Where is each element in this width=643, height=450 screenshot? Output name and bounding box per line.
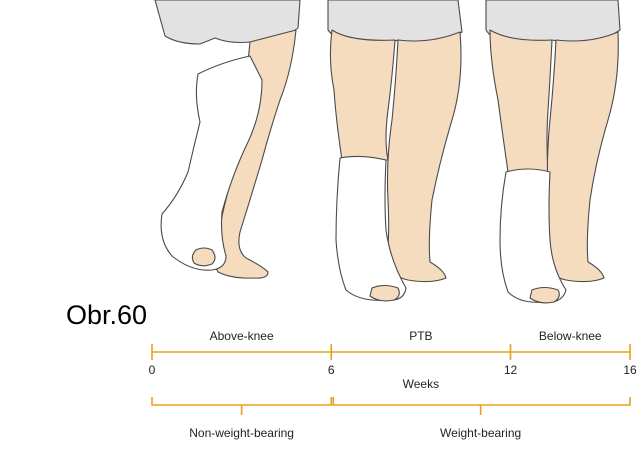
leg-pair-below-knee-cast [486,0,620,303]
week-tick-label: 0 [149,363,156,377]
bearing-label: Weight-bearing [440,426,521,440]
right-leg [546,32,618,282]
right-leg [386,32,461,282]
weeks-timeline: 0 6 12 16 Above-knee PTB Below-kneeWeeksNon-we… [149,329,637,440]
weeks-axis-title: Weeks [403,377,439,391]
left-leg [490,30,552,172]
week-tick-label: 12 [504,363,518,377]
week-tick-label: 6 [328,363,335,377]
phase-label: Above-knee [210,329,274,343]
phase-label: PTB [409,329,432,343]
left-foot-toes [530,288,559,303]
leg-pair-ptb-cast [328,0,462,301]
week-tick-label: 16 [623,363,637,377]
bearing-bracket [152,397,331,405]
left-foot-toes [370,286,399,301]
left-foot-toes [192,248,215,266]
bearing-bracket [333,397,630,405]
leg-pair-above-knee-cast [155,0,300,278]
figure-label: Obr.60 [66,300,147,331]
bearing-label: Non-weight-bearing [189,426,294,440]
phase-label: Below-knee [539,329,602,343]
left-leg [330,30,395,160]
